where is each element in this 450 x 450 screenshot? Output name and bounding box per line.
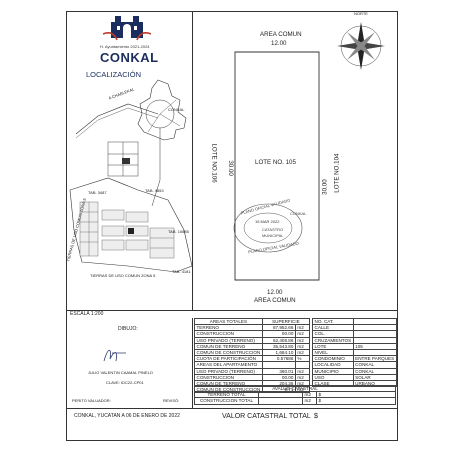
signature-mark [100, 343, 130, 365]
right-dimension: 30.00 [321, 179, 329, 195]
avaluo-title-row: AVALUO CATASTRAL [194, 384, 396, 393]
location-map [68, 70, 193, 302]
north-compass [333, 14, 389, 72]
table-row: CALLE [312, 324, 397, 332]
vertical-divider [192, 11, 193, 310]
drafter-name: JULIO VALENTIN CAAMAL PINELO [88, 370, 153, 375]
areas-header-sup: SUPERFICIE [261, 317, 311, 326]
drawn-by-label: DIBUJO: [118, 326, 138, 332]
map-label-tab4853: TAB. 4853 [145, 188, 164, 193]
valor-total-label: VALOR CATASTRAL TOTAL [222, 413, 311, 420]
avaluo-table: AVALUO CATASTRAL TERRENO TOTAL m2 $ CONS… [194, 384, 396, 405]
municipal-logo [102, 14, 152, 42]
map-label-tab4181: TAB. 4181 [172, 269, 191, 274]
drafter-key: CLAVE: IDC22-CP01 [106, 380, 144, 385]
bottom-dimension: 12.00 [267, 289, 283, 296]
logo-name: CONKAL [100, 50, 159, 65]
map-label-tab3487: TAB. 3487 [88, 190, 107, 195]
stamp-date: 15 MAR 2022 [255, 219, 280, 224]
map-label-conkal: CONKAL [168, 107, 185, 112]
horizontal-divider-footer [66, 408, 398, 409]
compass-north-label: NORTE [354, 11, 368, 16]
perito-label: PERITO VALUADOR: [72, 398, 111, 403]
validation-stamp [232, 202, 304, 254]
left-dimension: 30.00 [226, 160, 234, 176]
table-row: CRUZAMIENTOS [312, 336, 397, 344]
lot-105-polygon [231, 50, 323, 282]
table-row: NIVEL [312, 348, 397, 357]
right-lot-label: LOTE NO.104 [333, 153, 341, 193]
areas-header-row: AREAS TOTALES SUPERFICIE [194, 317, 311, 326]
table-row: TERRENO TOTAL m2 $ [194, 391, 396, 399]
stamp-inner-1: CATASTRO [262, 227, 284, 232]
place-date: CONKAL, YUCATAN A 06 DE ENERO DE 2022 [74, 413, 180, 419]
valor-total-currency: $ [314, 413, 318, 420]
vertical-divider-bottom [192, 318, 193, 408]
reviso-label: REVISÓ: [163, 398, 180, 403]
table-row: CONSTRUCCION TOTAL m2 $ [194, 397, 396, 405]
top-dimension: 12.00 [271, 40, 287, 47]
church-icon [102, 16, 152, 41]
sheet-frame [66, 11, 398, 441]
map-label-tab10885: TAB. 10885 [168, 229, 189, 234]
avaluo-title: AVALUO CATASTRAL [194, 384, 396, 393]
top-area-label: AREA COMUN [260, 31, 302, 38]
stamp-inner-2: MUNICIPAL [262, 233, 284, 238]
left-lot-label: LOTE NO.106 [210, 143, 218, 183]
horizontal-divider-top [66, 310, 398, 311]
scale-label: ESCALA 1:200 [70, 311, 104, 317]
compass-icon [337, 22, 385, 70]
lot-center-label: LOTE NO. 105 [255, 159, 296, 166]
table-row: AREAS DEL APARTAMENTO [194, 361, 311, 369]
logo-subheader: H. Ayuntamiento 2021-2024 [100, 44, 150, 49]
location-title: LOCALIZACIÓN [86, 70, 142, 79]
stamp-org: CONKAL [290, 211, 307, 216]
bottom-area-label: AREA COMUN [254, 297, 296, 304]
map-label-zone: TIERRAS DE USO COMUN ZONA 5 [90, 273, 156, 278]
table-row: COL. [312, 330, 397, 338]
table-row: NO. CAT. [312, 317, 397, 326]
